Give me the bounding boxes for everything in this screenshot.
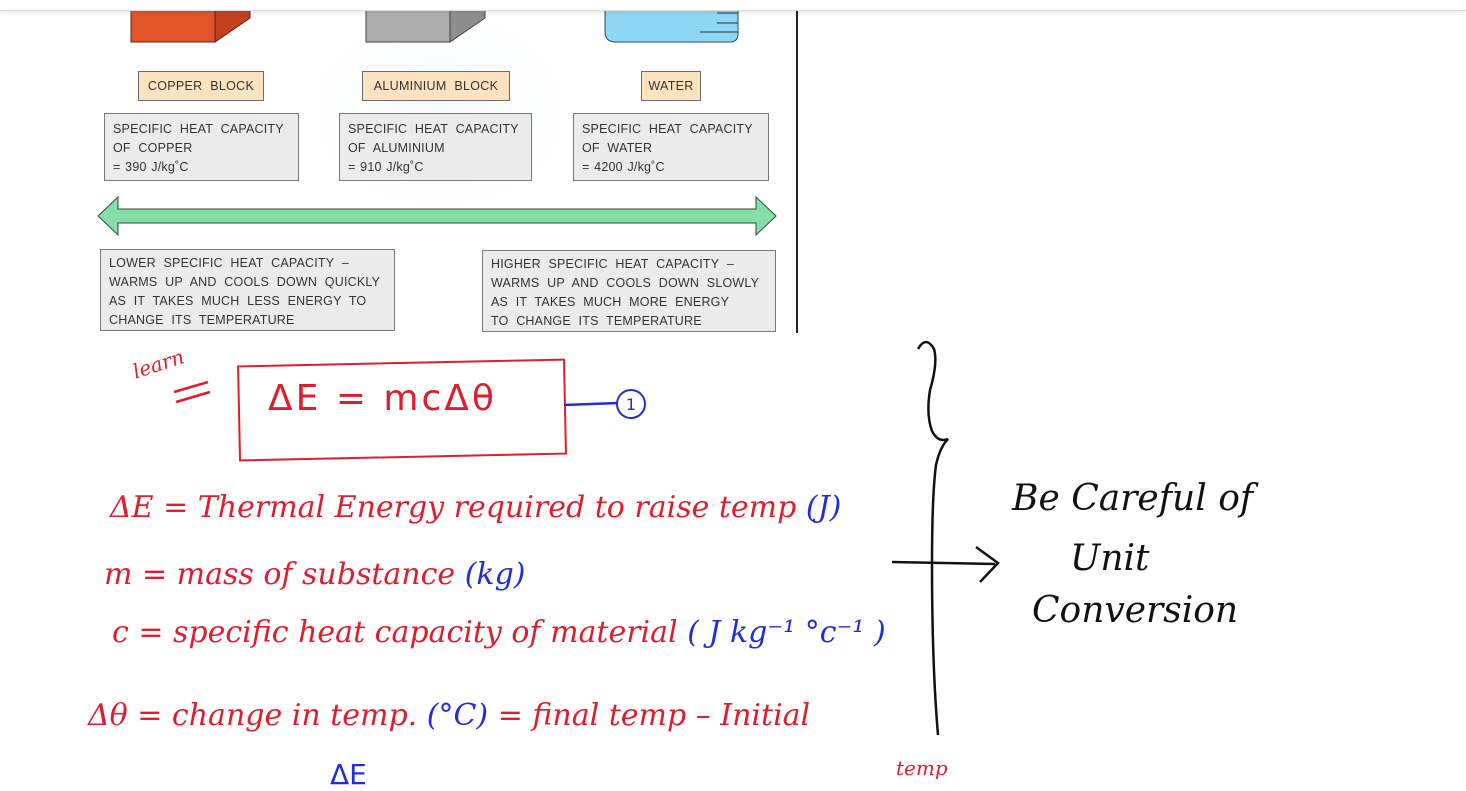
definition-text: ΔE = Thermal Energy required to raise te… — [110, 490, 797, 525]
shc-value: = 390 J/kg˚C — [113, 160, 189, 174]
shc-material: OF WATER — [582, 141, 653, 155]
water-beaker-icon — [604, 10, 739, 43]
double-underline-mark — [173, 380, 211, 404]
formula: ΔE = mcΔθ — [268, 378, 497, 419]
definition-text: c = specific heat capacity of material — [112, 615, 678, 650]
copper-block-icon — [130, 10, 251, 43]
aluminium-block-icon — [365, 10, 486, 43]
shc-material: OF ALUMINIUM — [348, 141, 445, 155]
desc-line: WARMS UP AND COOLS DOWN SLOWLY — [491, 276, 760, 290]
curly-brace-icon — [891, 340, 1000, 736]
definition-unit: ( J kg⁻¹ °c⁻¹ ) — [687, 615, 886, 650]
shc-heading: SPECIFIC HEAT CAPACITY — [582, 122, 753, 136]
desc-line: WARMS UP AND COOLS DOWN QUICKLY — [109, 275, 381, 289]
shc-heading: SPECIFIC HEAT CAPACITY — [348, 122, 519, 136]
definition-unit: (°C) — [426, 698, 489, 733]
copper-shc-box: SPECIFIC HEAT CAPACITY OF COPPER = 390 J… — [104, 113, 299, 181]
definition-unit: (kg) — [464, 557, 526, 592]
lower-shc-description: LOWER SPECIFIC HEAT CAPACITY – WARMS UP … — [100, 249, 395, 331]
aluminium-shc-box: SPECIFIC HEAT CAPACITY OF ALUMINIUM = 91… — [339, 113, 532, 181]
side-note-line-2: Unit — [1070, 538, 1150, 579]
definition-text: m = mass of substance — [104, 557, 456, 592]
aluminium-block-label: ALUMINIUM BLOCK — [362, 71, 510, 101]
side-note-line-1: Be Careful of — [1012, 478, 1254, 519]
equation-connector — [564, 401, 619, 407]
copper-block-label: COPPER BLOCK — [138, 71, 264, 101]
definition-text: Δθ = change in temp. — [88, 698, 418, 733]
definition-energy: ΔE = Thermal Energy required to raise te… — [110, 490, 841, 525]
shc-value: = 4200 J/kg˚C — [582, 160, 665, 174]
equation-number-badge: 1 — [616, 389, 646, 419]
desc-line: LOWER SPECIFIC HEAT CAPACITY – — [109, 256, 349, 270]
top-toolbar-edge — [0, 0, 1466, 11]
vertical-divider — [796, 10, 798, 333]
bottom-partial-formula: ΔE — [330, 758, 367, 791]
double-headed-arrow-icon — [97, 196, 777, 237]
shc-heading: SPECIFIC HEAT CAPACITY — [113, 122, 284, 136]
definition-mass: m = mass of substance (kg) — [104, 557, 526, 592]
shc-material: OF COPPER — [113, 141, 193, 155]
water-label: WATER — [641, 71, 701, 101]
desc-line: HIGHER SPECIFIC HEAT CAPACITY – — [491, 257, 734, 271]
water-shc-box: SPECIFIC HEAT CAPACITY OF WATER = 4200 J… — [573, 113, 769, 181]
desc-line: AS IT TAKES MUCH LESS ENERGY TO — [109, 294, 367, 308]
shc-value: = 910 J/kg˚C — [348, 160, 424, 174]
desc-line: AS IT TAKES MUCH MORE ENERGY — [491, 295, 730, 309]
definition-rhs: = final temp – Initial — [497, 698, 811, 733]
higher-shc-description: HIGHER SPECIFIC HEAT CAPACITY – WARMS UP… — [482, 250, 776, 332]
desc-line: TO CHANGE ITS TEMPERATURE — [491, 314, 702, 328]
desc-line: CHANGE ITS TEMPERATURE — [109, 313, 295, 327]
initial-temp-suffix: temp — [896, 756, 948, 780]
definition-unit: (J) — [805, 490, 842, 525]
side-note-line-3: Conversion — [1032, 590, 1239, 631]
definition-temp-change: Δθ = change in temp. (°C) = final temp –… — [88, 698, 810, 733]
definition-shc: c = specific heat capacity of material (… — [112, 615, 886, 650]
